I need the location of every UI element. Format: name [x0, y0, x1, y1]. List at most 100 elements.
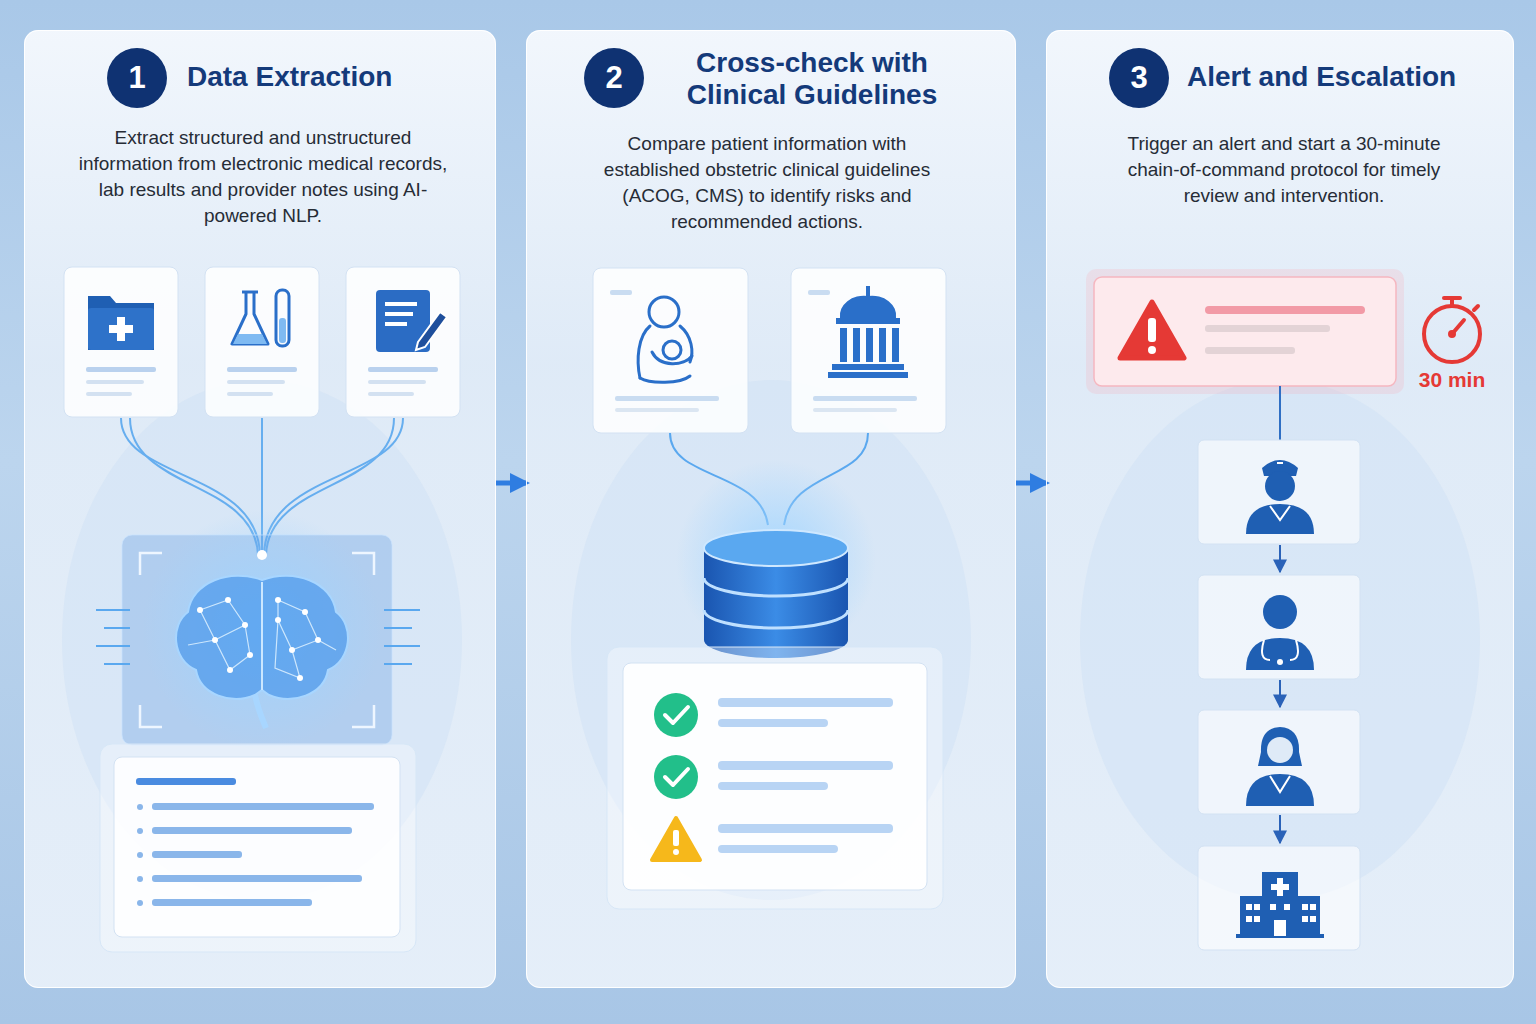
database: [704, 578, 848, 596]
step-heading: Cross-check with Clinical Guidelines: [647, 47, 977, 111]
guideline-cards: [652, 352, 692, 364]
extracted-list: [114, 757, 400, 937]
alert-box: [1148, 346, 1156, 354]
source-cards: [88, 296, 154, 350]
guideline-cards: [663, 341, 681, 359]
stopwatch: [1450, 332, 1454, 336]
escalation-chain: [1254, 904, 1260, 910]
ai-brain: [197, 607, 203, 613]
ai-brain: [384, 609, 420, 611]
step-number: 2: [584, 48, 644, 108]
ai-brain: [96, 610, 420, 664]
guideline-cards: [593, 268, 946, 433]
panel-ground: [24, 30, 496, 988]
escalation-chain: [1279, 815, 1281, 843]
guideline-cards: [638, 326, 692, 378]
step-description: Compare patient information with establi…: [582, 131, 952, 235]
ai-brain: [176, 576, 348, 699]
escalation-chain: [1246, 904, 1252, 910]
checklist: [654, 693, 698, 737]
source-cards: [227, 367, 297, 372]
ai-brain: [315, 637, 321, 643]
guideline-cards: [866, 328, 873, 362]
source-cards: [232, 292, 268, 344]
alert-box: [1094, 277, 1396, 386]
extracted-list: [137, 876, 143, 882]
source-cards: [385, 322, 407, 326]
ai-brain: [142, 510, 382, 750]
source-cards: [242, 291, 258, 294]
escalation-chain: [1302, 916, 1308, 922]
escalation-chain: [1274, 920, 1286, 936]
guideline-cards: [640, 376, 690, 382]
stopwatch: [1474, 306, 1478, 310]
extracted-list: [152, 875, 362, 882]
source-cards: [276, 290, 289, 346]
extracted-list: [152, 827, 352, 834]
step-panel: Alert and EscalationTrigger an alert and…: [1046, 30, 1514, 988]
escalation-chain: [1198, 846, 1360, 950]
escalation-chain: [1279, 545, 1281, 572]
escalation-chain: [1198, 710, 1360, 814]
source-cards: [109, 325, 133, 333]
checklist: [673, 830, 679, 846]
guideline-cards: [840, 328, 847, 362]
panel-ground: [1080, 380, 1480, 900]
guideline-cards: [791, 268, 946, 433]
source-cards: [86, 380, 144, 384]
escalation-chain: [1262, 872, 1298, 936]
step-heading: Data Extraction: [187, 61, 487, 93]
source-cards: [88, 308, 154, 350]
panel-ground: [526, 30, 1016, 988]
alert-box: [1120, 302, 1184, 358]
ai-brain: [104, 663, 130, 665]
escalation-chain: [1265, 471, 1295, 501]
checklist: [673, 849, 679, 855]
ai-brain: [96, 510, 420, 750]
ai-brain: [297, 675, 303, 681]
ai-brain: [200, 600, 245, 640]
source-cards: [385, 312, 413, 316]
checklist: [652, 818, 700, 860]
escalation-chain: [1246, 460, 1314, 534]
escalation-chain: [1246, 916, 1252, 922]
ai-brain: [96, 645, 130, 647]
extracted-list: [136, 778, 236, 785]
ai-brain: [302, 609, 308, 615]
escalation-chain: [1246, 504, 1314, 534]
escalation-chain: [1270, 506, 1290, 520]
ai-brain: [352, 705, 374, 727]
escalation-chain: [1277, 462, 1283, 464]
flow-arrow: [1016, 481, 1046, 486]
guideline-cards: [808, 290, 830, 295]
step-number-text: 1: [128, 61, 145, 95]
panel-ground: [571, 380, 971, 900]
source-cards: [64, 267, 460, 417]
step-heading: Alert and Escalation: [1187, 61, 1507, 93]
extracted-list: [137, 900, 143, 906]
step-number-text: 2: [605, 61, 622, 95]
ai-brain: [261, 582, 263, 690]
alert-box: [1205, 325, 1330, 332]
ai-brain: [318, 640, 336, 650]
ai-brain: [278, 600, 318, 650]
ai-brain: [104, 627, 130, 629]
escalation-chain: [1279, 386, 1281, 440]
escalation-chain: [1271, 884, 1289, 890]
guideline-cards: [813, 408, 897, 412]
checklist: [718, 845, 838, 853]
ai-brain: [289, 647, 295, 653]
escalation-chain: [1262, 640, 1298, 660]
source-cards: [416, 312, 447, 350]
ai-brain: [255, 695, 266, 728]
alert-box: [1148, 318, 1156, 342]
guideline-cards: [610, 290, 632, 295]
alert-box: [1086, 269, 1404, 394]
source-cards: [205, 267, 319, 417]
ai-brain: [225, 597, 231, 603]
checklist: [654, 755, 698, 799]
checklist: [718, 698, 893, 707]
source-cards: [233, 334, 267, 344]
escalation-chain: [1270, 776, 1290, 792]
